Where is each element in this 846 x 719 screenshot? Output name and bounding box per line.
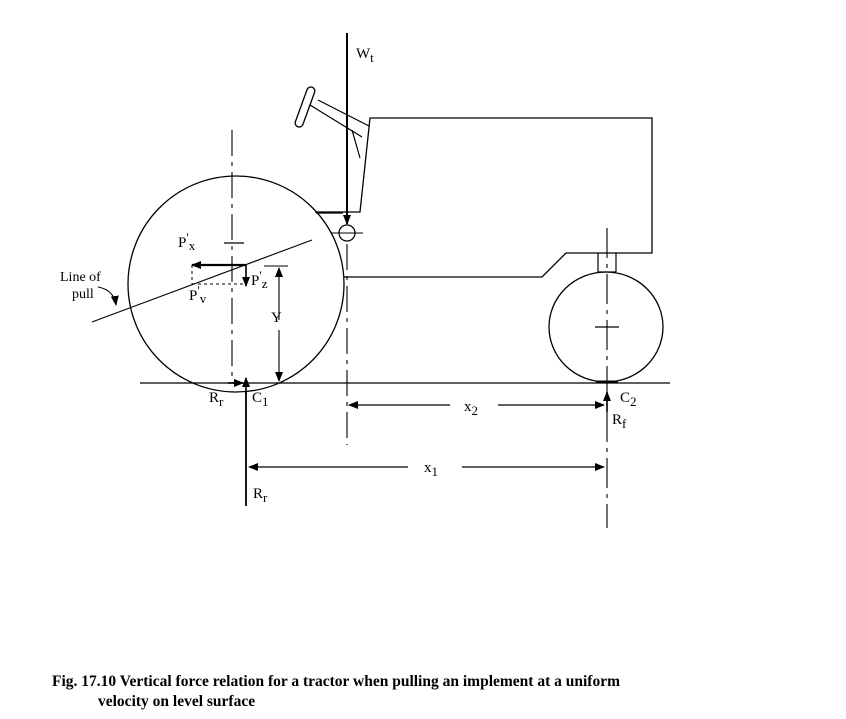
- y-label: Y: [271, 310, 282, 326]
- c2-label: C2: [620, 390, 637, 409]
- c1-label: C1: [252, 390, 269, 409]
- tractor-body: [315, 117, 653, 278]
- line-of-pull-label-1: Line of: [60, 270, 101, 285]
- steering-column-2: [317, 99, 370, 127]
- steering-column-1: [309, 104, 363, 138]
- rf-label: Rf: [612, 412, 627, 431]
- line-of-pull: [91, 239, 313, 323]
- weight-label: Wt: [356, 46, 374, 65]
- caption-line-1: Fig. 17.10 Vertical force relation for a…: [52, 673, 620, 690]
- rr-left-label: Rr: [209, 390, 224, 409]
- pv-label: P'v: [189, 283, 207, 306]
- line-of-pull-label-2: pull: [72, 287, 94, 302]
- x1-label: x1: [424, 460, 438, 479]
- pz-label: P'z: [251, 268, 268, 291]
- rr-bottom-label: Rr: [253, 486, 268, 505]
- figure-caption: Fig. 17.10 Vertical force relation for a…: [52, 672, 812, 712]
- px-label: P'x: [178, 230, 196, 253]
- line-of-pull-pointer: [97, 286, 119, 306]
- caption-line-2: velocity on level surface: [98, 693, 256, 710]
- rear-wheel: [127, 175, 345, 393]
- steering-column-3: [351, 129, 361, 159]
- steering-wheel: [294, 86, 316, 128]
- x2-label: x2: [464, 399, 478, 418]
